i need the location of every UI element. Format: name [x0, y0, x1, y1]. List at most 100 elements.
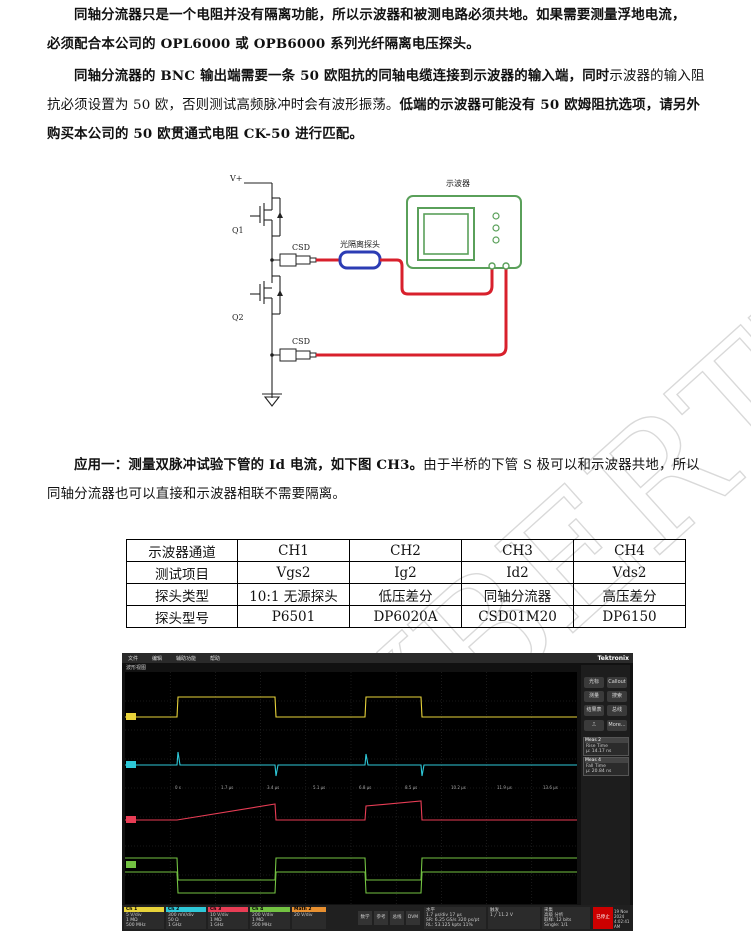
- measure-button[interactable]: 测量: [584, 691, 604, 702]
- scope-date: 19 Nov 2024: [614, 909, 629, 919]
- waveform-trace: [125, 857, 577, 881]
- table-cell: DP6020A: [349, 605, 462, 628]
- time-tick-label: 6.8 μs: [359, 785, 371, 790]
- p1-line2: 必须配合本公司的 OPL6000 或 OPB6000 系列光纤隔离电压探头。: [47, 36, 480, 52]
- horizontal-scale: 1.7 μs/div 17 μs: [426, 913, 462, 918]
- horizontal-record-length: RL: 53.125 kpts 11%: [426, 923, 473, 928]
- meas4-value: μ: 20.84 ns: [586, 769, 612, 774]
- cursor-button[interactable]: 光标: [584, 677, 604, 688]
- time-tick-label: 0 s: [175, 785, 181, 790]
- paragraph-application-one: 应用一：测量双脉冲试验下管的 Id 电流，如下图 CH3。由于半桥的下管 S 极…: [47, 451, 713, 509]
- table-cell: Ig2: [349, 561, 462, 584]
- scope-view-title: 波形视图: [126, 665, 147, 671]
- acquisition-badge[interactable]: 采集 高级 分析 取样: 12 bits Single: 1/1: [542, 907, 590, 929]
- waveform-trace: [125, 696, 577, 718]
- ch2-scale: 300 mV/div: [168, 913, 194, 918]
- label-q2: Q2: [232, 313, 244, 322]
- more-button[interactable]: More...: [607, 720, 627, 731]
- scope-time: 4:02:41 AM: [614, 919, 630, 929]
- trigger-badge[interactable]: 触发 1 ╱ 11.2 V: [488, 907, 540, 929]
- table-cell: P6501: [237, 605, 350, 628]
- bus-add-button[interactable]: 总线: [390, 911, 404, 925]
- channel-table: 示波器通道 CH1 CH2 CH3 CH4 测试项目 Vgs2 Ig2 Id2 …: [126, 539, 686, 628]
- acquisition-bits: 取样: 12 bits: [544, 918, 572, 923]
- table-cell: 探头型号: [126, 605, 238, 628]
- table-cell: CH1: [237, 539, 350, 562]
- p2-seg4: 低端的示波器可能没有 50 欧姆阻抗选项，请: [399, 97, 673, 113]
- p3-seg3: 同轴分流器也可以直接和示波器相联不需要隔离。: [47, 487, 346, 502]
- dvm-button[interactable]: DVM: [406, 911, 420, 925]
- ref-button[interactable]: 参考: [374, 911, 388, 925]
- p2-seg5: 另外购买本公司的 50 欧贯通式电阻 CK-50 进行匹配。: [47, 97, 701, 142]
- table-row: 探头型号 P6501 DP6020A CSD01M20 DP6150: [126, 605, 686, 628]
- acquisition-count: Single: 1/1: [544, 923, 569, 928]
- scope-menu-help[interactable]: 帮助: [210, 656, 221, 662]
- ch3-impedance: 1 MΩ: [210, 918, 222, 923]
- trigger-level: 1 ╱ 11.2 V: [490, 913, 513, 918]
- table-cell: Vgs2: [237, 561, 350, 584]
- table-cell: 10:1 无源探头: [237, 583, 350, 606]
- label-vplus: V+: [229, 174, 242, 183]
- plot-icon-button[interactable]: ⎍: [584, 720, 604, 731]
- horizontal-title: 水平: [426, 908, 435, 913]
- ch3-scale: 10 V/div: [210, 913, 229, 918]
- math-button[interactable]: 数学: [358, 911, 372, 925]
- paragraph-shunt-grounding: 同轴分流器只是一个电阻并没有隔离功能，所以示波器和被测电路必须共地。如果需要测量…: [47, 1, 713, 59]
- scope-menu-edit[interactable]: 编辑: [152, 656, 163, 662]
- trigger-title: 触发: [490, 908, 499, 913]
- bus-button[interactable]: 总线: [607, 705, 627, 716]
- scope-brand: Tektronix: [597, 655, 629, 662]
- time-tick-label: 5.1 μs: [313, 785, 325, 790]
- time-tick-label: 11.9 μs: [497, 785, 512, 790]
- scope-datetime: 19 Nov 2024 4:02:41 AM: [614, 909, 632, 929]
- horizontal-badge[interactable]: 水平 1.7 μs/div 17 μs SR: 6.25 GS/s 320 ps…: [424, 907, 486, 929]
- meas2-title: Meas 2: [585, 738, 628, 743]
- ch2-impedance: 50 Ω: [168, 918, 179, 923]
- table-cell: 示波器通道: [126, 539, 238, 562]
- results-table-button[interactable]: 结果表: [584, 705, 604, 716]
- p3-seg2: 由于半桥的下管 S 极可以和示波器共地，所以: [423, 458, 700, 473]
- acquisition-mode: 高级 分析: [544, 913, 564, 918]
- scope-side-panel: 光标 Callout 测量 搜索 结果表 总线 ⎍ More... Meas 2…: [581, 665, 630, 905]
- horizontal-sample-rate: SR: 6.25 GS/s 320 ps/pt: [426, 918, 480, 923]
- table-cell: CH3: [461, 539, 574, 562]
- label-q1: Q1: [232, 226, 244, 235]
- search-button[interactable]: 搜索: [607, 691, 627, 702]
- table-header-row: 示波器通道 CH1 CH2 CH3 CH4: [126, 539, 686, 562]
- table-row: 测试项目 Vgs2 Ig2 Id2 Vds2: [126, 561, 686, 584]
- p2-seg3: 阻抗必须设置为 50 欧，否则测试高频脉冲时会有波形振荡。: [47, 69, 705, 113]
- ch4-impedance: 1 MΩ: [252, 918, 264, 923]
- scope-menu-utility[interactable]: 辅助功能: [176, 656, 197, 662]
- ch3-name: Ch 3: [208, 907, 248, 912]
- stopped-button[interactable]: 已停止: [593, 907, 613, 929]
- label-csd-top: CSD: [292, 243, 310, 252]
- p2-seg1: 同轴分流器的 BNC 输出端需要一条 50 欧阻抗的同轴电缆连接到示波器的输入端…: [74, 68, 610, 84]
- circuit-diagram: V+ Q1 Q2 CSD CSD 光隔离探头 示波器: [229, 174, 522, 407]
- label-optical-probe: 光隔离探头: [340, 239, 380, 249]
- callout-button[interactable]: Callout: [607, 677, 627, 688]
- ch2-name: Ch 2: [166, 907, 206, 912]
- ch4-scale: 200 V/div: [252, 913, 274, 918]
- math2-badge[interactable]: Math 2 20 V/div: [292, 907, 326, 929]
- ch3-bandwidth: 1 GHz: [210, 923, 224, 928]
- ch1-name: Ch 1: [124, 907, 164, 912]
- table-cell: 高压差分: [573, 583, 686, 606]
- channel-marker: [126, 713, 136, 720]
- waveform-trace: [125, 871, 577, 894]
- p3-seg1: 应用一：测量双脉冲试验下管的 Id 电流，如下图 CH3。: [74, 457, 424, 473]
- math2-scale: 20 V/div: [294, 913, 313, 918]
- ch4-name: Ch 4: [250, 907, 290, 912]
- channel-marker: [126, 816, 136, 823]
- waveform-trace: [125, 751, 577, 777]
- scope-menu-file[interactable]: 文件: [128, 656, 139, 662]
- acquisition-title: 采集: [544, 908, 553, 913]
- channel-marker: [126, 761, 136, 768]
